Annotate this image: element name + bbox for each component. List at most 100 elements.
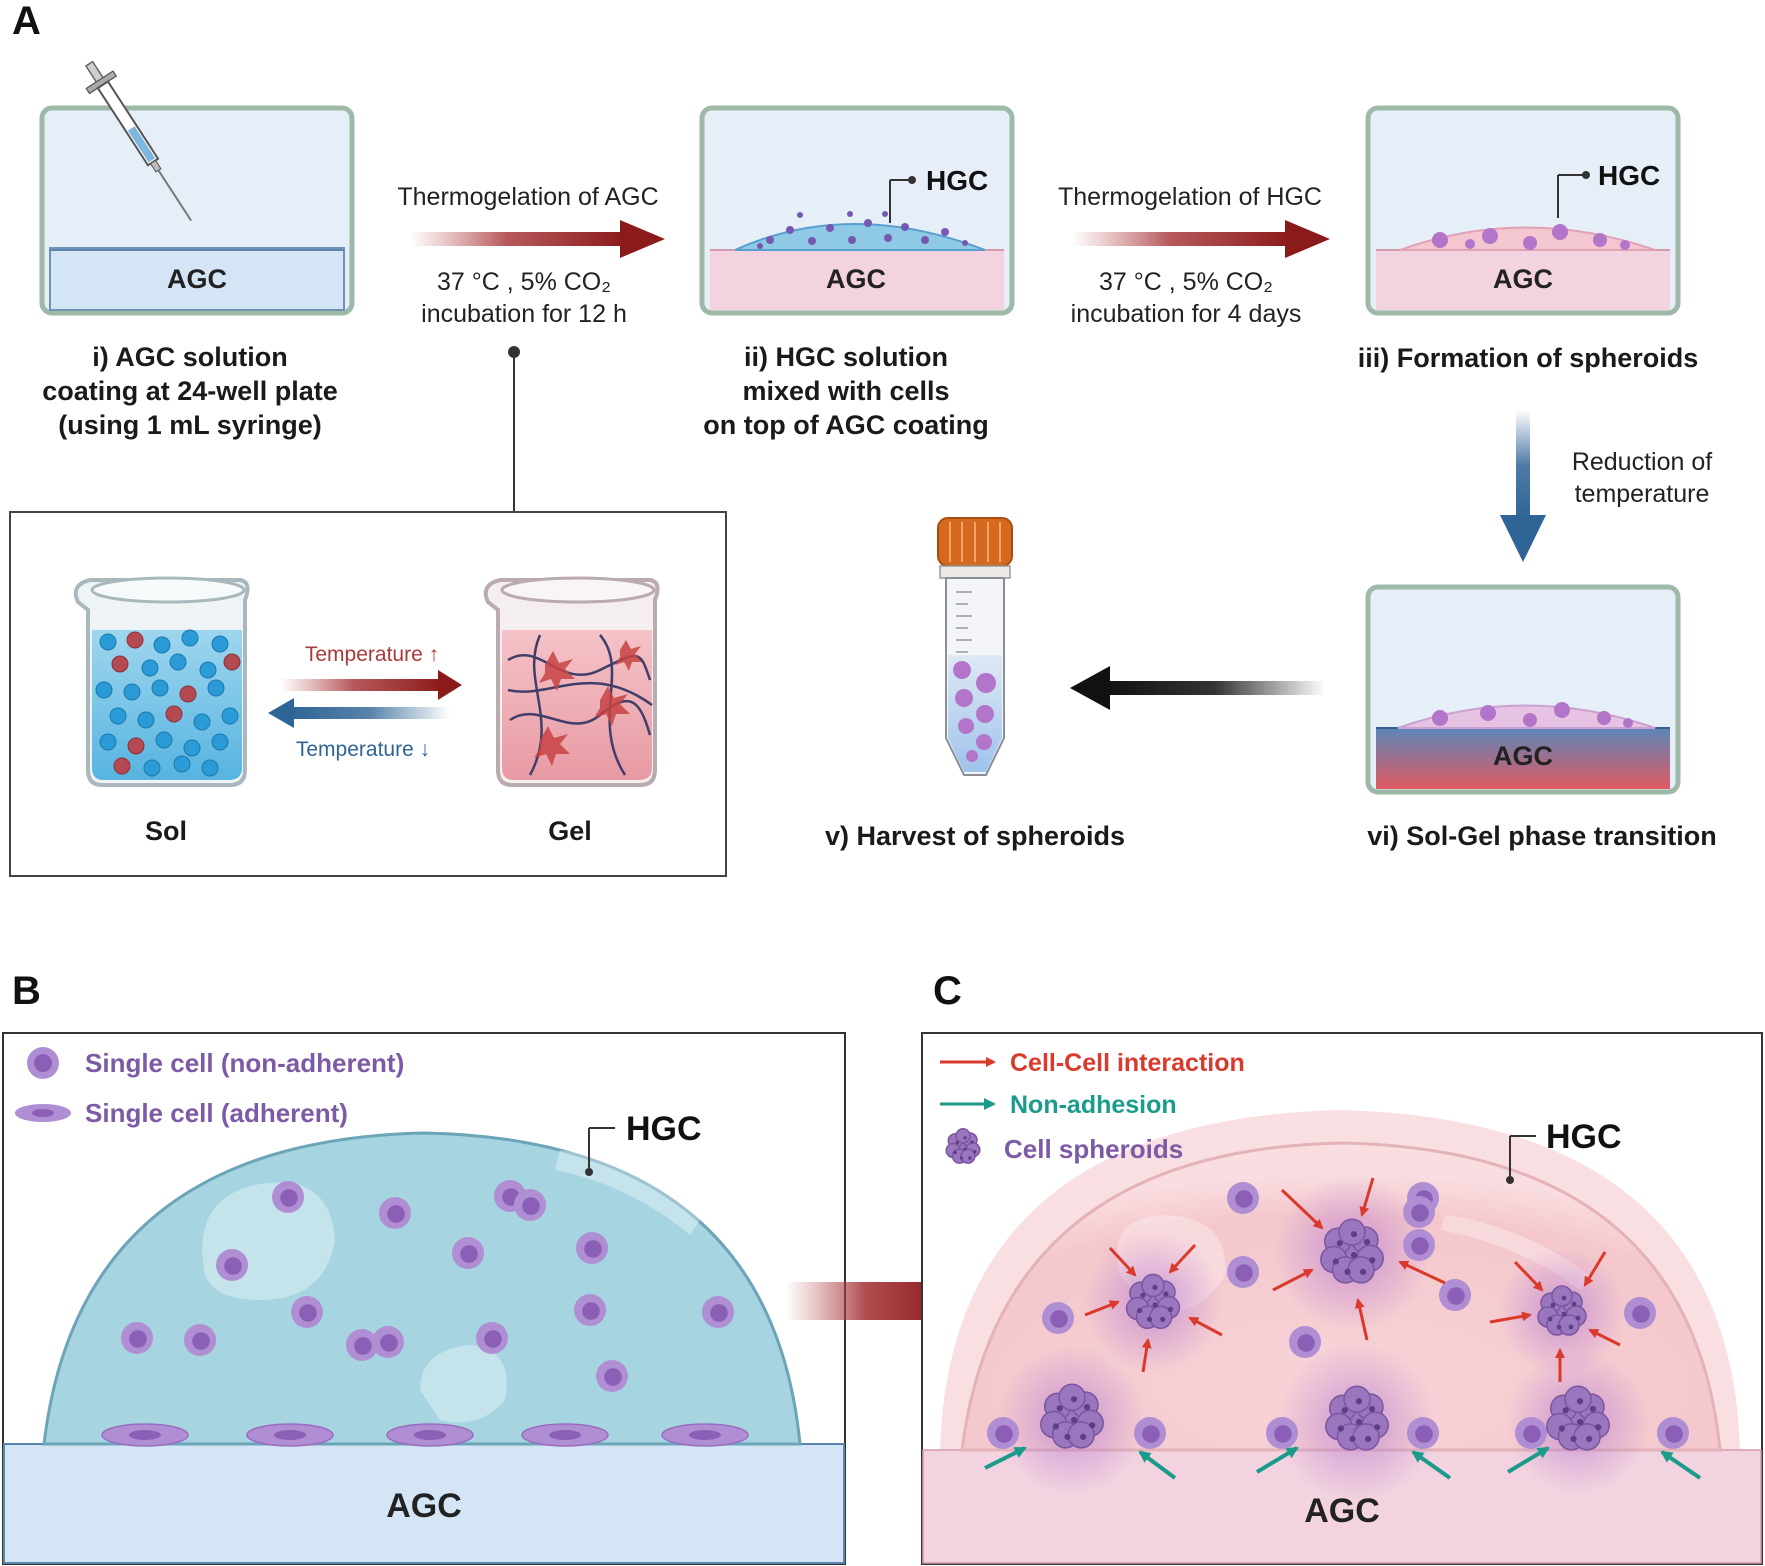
polymer-particle-icon xyxy=(141,659,159,677)
well-3-hgc-label: HGC xyxy=(1598,160,1660,191)
polymer-particle-icon xyxy=(173,755,191,773)
well-1-agc-label: AGC xyxy=(167,264,227,294)
panel-c-hgc-label: HGC xyxy=(1546,1118,1622,1156)
panel-b-hgc-label: HGC xyxy=(626,1110,702,1148)
polymer-particle-icon xyxy=(127,737,145,755)
step-2-caption-line2: mixed with cells xyxy=(742,376,949,406)
panel-b-adherent-cells xyxy=(101,1423,749,1447)
arrow-1-title: Thermogelation of AGC xyxy=(397,183,658,211)
cell-nucleus-icon xyxy=(1665,1425,1683,1443)
well-step-3 xyxy=(1365,105,1681,316)
cellcell-arrow-icon xyxy=(1398,1260,1446,1285)
cellcell-arrow-icon xyxy=(1272,1268,1314,1292)
cellcell-arrow-icon xyxy=(1354,1298,1369,1341)
nonadhesion-arrow-icon xyxy=(1506,1446,1550,1474)
panel-c-cellcell-arrows xyxy=(1084,1177,1621,1382)
cellcell-arrow-icon xyxy=(1168,1243,1197,1274)
cell-nucleus-icon xyxy=(1632,1305,1650,1323)
cellcell-arrow-icon xyxy=(1588,1328,1621,1347)
spheroid-icon xyxy=(1125,1273,1181,1330)
polymer-particle-icon xyxy=(151,679,169,697)
polymer-particle-icon xyxy=(137,711,155,729)
panel-b-agc-layer xyxy=(3,1443,845,1564)
polymer-particle-icon xyxy=(113,757,131,775)
step-1-caption-line3: (using 1 mL syringe) xyxy=(58,410,322,440)
cellcell-arrow-icon xyxy=(1583,1251,1607,1287)
inset-gel-label: Gel xyxy=(548,816,592,846)
syringe-icon xyxy=(84,60,192,222)
nonadhesion-arrow-icon xyxy=(1138,1450,1177,1480)
cell-nucleus-icon xyxy=(1235,1264,1253,1282)
polymer-particle-icon xyxy=(165,705,183,723)
cell-nucleus-icon xyxy=(129,1330,147,1348)
cell-nucleus-icon xyxy=(710,1304,728,1322)
polymer-particle-icon xyxy=(199,661,217,679)
step-3-caption: iii) Formation of spheroids xyxy=(1358,343,1699,373)
nonadhesion-arrow-icon xyxy=(1255,1446,1299,1474)
nonadhesion-arrow-icon xyxy=(1411,1450,1452,1480)
cell-nucleus-icon xyxy=(1411,1204,1429,1222)
cell-nucleus-icon xyxy=(460,1245,478,1263)
spheroid-icon xyxy=(1040,1383,1104,1449)
cell-nucleus-icon xyxy=(604,1368,622,1386)
step-5-caption: v) Harvest of spheroids xyxy=(825,821,1125,851)
panel-label-b: B xyxy=(12,969,41,1013)
well-3-hgc-pointer xyxy=(1557,171,1590,218)
cell-nucleus-icon xyxy=(995,1425,1013,1443)
cell-nucleus-icon xyxy=(280,1189,298,1207)
legend-nonadherent-icon xyxy=(27,1047,59,1079)
panel-c-agc-label: AGC xyxy=(1304,1492,1380,1530)
well-3-agc-label: AGC xyxy=(1493,264,1553,294)
cellcell-arrow-icon xyxy=(1280,1188,1324,1230)
step-1-caption-line1: i) AGC solution xyxy=(92,342,287,372)
panel-c-cells xyxy=(987,1182,1689,1449)
polymer-particle-icon xyxy=(99,633,117,651)
cell-nucleus-icon xyxy=(354,1337,372,1355)
cellcell-arrow-icon xyxy=(1108,1246,1137,1277)
spheroid-icon xyxy=(1546,1385,1610,1451)
falcon-tube-icon xyxy=(937,517,1013,776)
cell-nucleus-icon xyxy=(1415,1425,1433,1443)
panel-c-nonadhesion-arrows xyxy=(984,1446,1702,1480)
arrow-2-title: Thermogelation of HGC xyxy=(1058,183,1322,211)
cellcell-arrow-icon xyxy=(1141,1338,1152,1373)
cellcell-arrow-icon xyxy=(1188,1316,1223,1337)
legend-spheroids-label: Cell spheroids xyxy=(1004,1134,1183,1164)
polymer-particle-icon xyxy=(181,629,199,647)
cell-nucleus-icon xyxy=(1050,1310,1068,1328)
well-step-2 xyxy=(699,105,1015,316)
cell-nucleus-icon xyxy=(1447,1287,1465,1305)
panel-c-hgc-pointer xyxy=(1506,1135,1536,1184)
cell-nucleus-icon xyxy=(192,1332,210,1350)
cell-nucleus-icon xyxy=(1523,1425,1541,1443)
cell-nucleus-icon xyxy=(1411,1237,1429,1255)
nonadhesion-arrow-icon xyxy=(984,1446,1027,1470)
panel-c-spheroids xyxy=(1040,1218,1610,1451)
arrow-1-condition-1: 37 °C , 5% CO₂ xyxy=(437,268,611,296)
spheroid-icon xyxy=(1320,1218,1384,1284)
step-6-caption: vi) Sol-Gel phase transition xyxy=(1367,821,1717,851)
cell-nucleus-icon xyxy=(299,1304,317,1322)
cell-nucleus-icon xyxy=(584,1240,602,1258)
arrow-2-icon xyxy=(1072,220,1330,258)
step-2-caption-line1: ii) HGC solution xyxy=(744,342,948,372)
polymer-particle-icon xyxy=(153,636,171,654)
polymer-particle-icon xyxy=(221,707,239,725)
spheroid-icon xyxy=(945,1128,981,1164)
step-1-caption-line2: coating at 24-well plate xyxy=(42,376,338,406)
polymer-particle-icon xyxy=(207,679,225,697)
panel-b-agc-label: AGC xyxy=(386,1487,462,1525)
polymer-particle-icon xyxy=(169,653,187,671)
polymer-particle-icon xyxy=(201,759,219,777)
cellcell-arrow-icon xyxy=(1084,1300,1120,1317)
step-2-caption-line3: on top of AGC coating xyxy=(703,410,988,440)
cell-nucleus-icon xyxy=(224,1257,242,1275)
well-6-agc-label: AGC xyxy=(1493,741,1553,771)
inset-temp-up-label: Temperature ↑ xyxy=(305,643,439,666)
polymer-particle-icon xyxy=(109,707,127,725)
arrow-4-icon xyxy=(1070,666,1325,710)
panel-label-c: C xyxy=(933,969,962,1013)
inset-arrow-left-icon xyxy=(268,698,450,728)
legend-adherent-icon xyxy=(15,1104,71,1122)
